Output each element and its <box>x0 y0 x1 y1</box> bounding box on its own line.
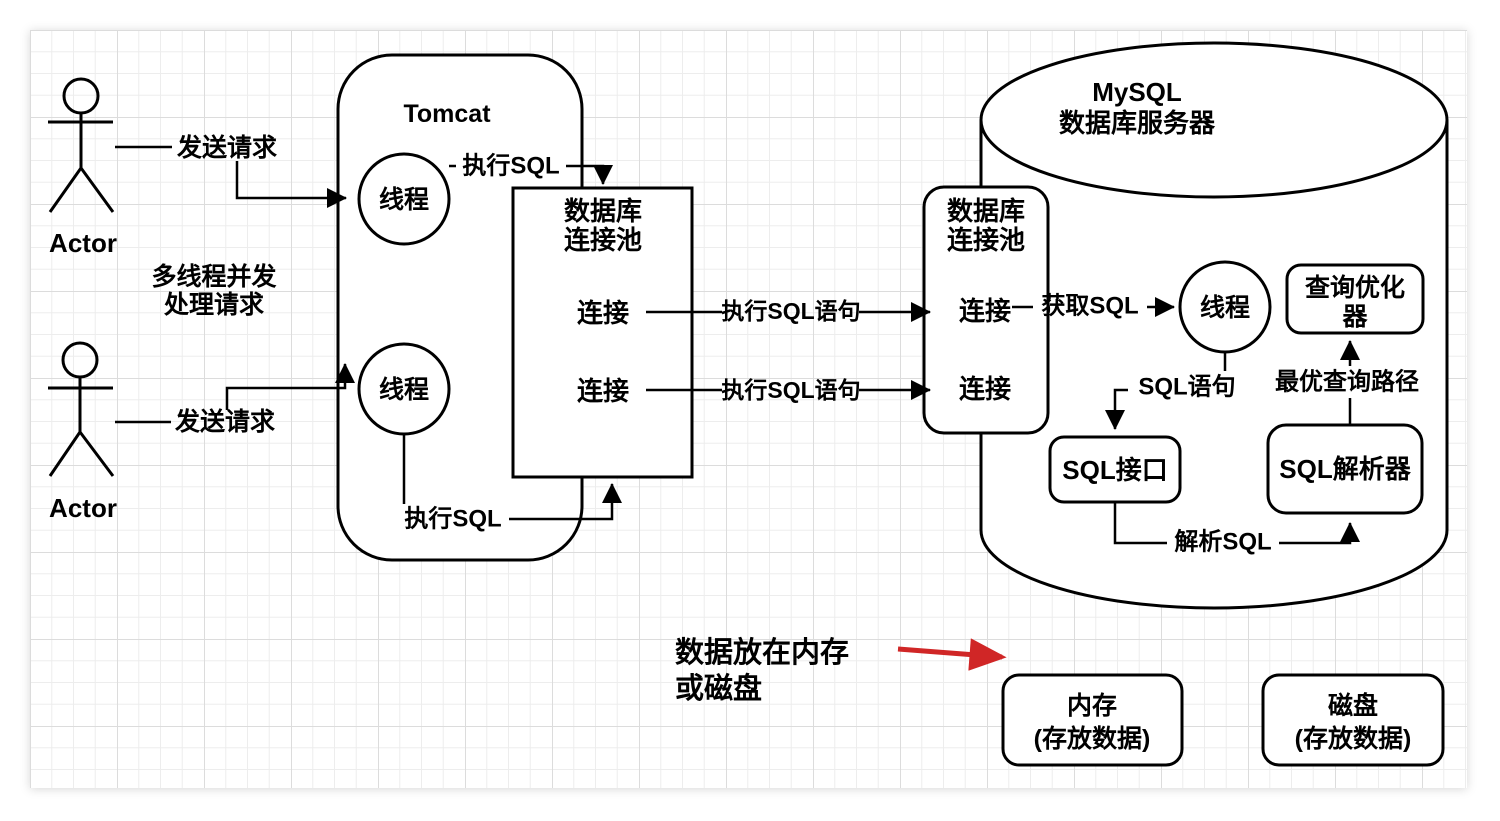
sql-parser-node: SQL解析器 <box>1266 423 1424 515</box>
pool2-title-line1: 数据库 <box>947 196 1025 226</box>
pool2-title-line2: 连接池 <box>947 225 1025 255</box>
pool1-title-line1: 数据库 <box>564 196 642 226</box>
thread2-label: 线程 <box>379 375 429 404</box>
mysql-title-line2: 数据库服务器 <box>1059 108 1216 138</box>
actor2-label: Actor <box>49 493 117 523</box>
actor1-body <box>48 113 115 213</box>
storage-note-line1: 数据放在内存 <box>675 636 849 669</box>
storage-note-arrow <box>897 638 1007 671</box>
actor1-label: Actor <box>49 228 117 258</box>
best-path-label: 最优查询路径 <box>1275 368 1419 396</box>
query-optimizer-line1: 查询优化 <box>1305 273 1405 302</box>
query-optimizer-node: 查询优化 器 <box>1285 263 1425 335</box>
exec-sql-label-2: 执行SQL <box>404 505 501 533</box>
storage-note: 数据放在内存 或磁盘 <box>675 636 1007 705</box>
connection-pool-2: 数据库 连接池 连接 连接 <box>922 185 1050 435</box>
sql-stmt-label-bg <box>1128 371 1246 403</box>
send-request-label-1: 发送请求 <box>176 133 277 162</box>
disk-box <box>1261 673 1445 767</box>
multithread-note-line2: 处理请求 <box>163 291 264 319</box>
storage-note-line2: 或磁盘 <box>675 671 762 705</box>
sql-interface-label: SQL接口 <box>1062 455 1167 485</box>
thread1-label: 线程 <box>379 185 429 214</box>
memory-sublabel: (存放数据) <box>1034 724 1151 753</box>
exec-sql-stmt-label-1: 执行SQL语句 <box>721 298 860 324</box>
multithread-note-line1: 多线程并发 <box>151 262 276 291</box>
pool1-title-line2: 连接池 <box>564 225 642 255</box>
cylinder-top <box>979 41 1449 199</box>
query-optimizer-line2: 器 <box>1341 303 1368 331</box>
pool2-connection-2: 连接 <box>959 374 1011 404</box>
send-request-label-2: 发送请求 <box>174 407 275 436</box>
actor-1: Actor <box>48 77 117 258</box>
parse-sql-label: 解析SQL <box>1174 528 1271 556</box>
exec-sql-label-1: 执行SQL <box>462 152 559 180</box>
edge-thread2-to-pool1 <box>509 483 622 521</box>
pool2-connection-1: 连接 <box>959 296 1011 326</box>
edge-actor1-to-thread1 <box>235 161 347 208</box>
memory-box <box>1001 673 1184 767</box>
mysql-thread: 线程 <box>1178 260 1272 354</box>
tomcat-thread-1: 线程 <box>357 152 451 246</box>
get-sql-label: 获取SQL <box>1041 293 1138 320</box>
tomcat-thread-2: 线程 <box>357 342 451 436</box>
mysql-thread-label: 线程 <box>1200 293 1250 322</box>
sql-parser-box <box>1266 423 1424 515</box>
sql-interface-node: SQL接口 <box>1048 435 1182 504</box>
parse-sql-label-bg <box>1167 527 1279 557</box>
query-optimizer-box <box>1285 263 1425 335</box>
actor-2: Actor <box>48 341 117 523</box>
edge-actor2-to-thread2 <box>225 363 355 410</box>
exec-sql-stmt-label-2: 执行SQL语句 <box>721 377 860 403</box>
thread1-circle <box>357 152 451 246</box>
actor2-body <box>48 377 115 477</box>
sql-parser-label: SQL解析器 <box>1279 454 1411 484</box>
pool1-connection-2: 连接 <box>577 376 629 406</box>
mysql-title-line1: MySQL <box>1092 77 1182 107</box>
disk-node: 磁盘 (存放数据) <box>1261 673 1445 767</box>
disk-label: 磁盘 <box>1328 691 1378 720</box>
memory-label: 内存 <box>1067 692 1117 720</box>
sql-stmt-label: SQL语句 <box>1138 374 1235 401</box>
tomcat-title: Tomcat <box>403 100 491 128</box>
edge-thread1-to-pool1 <box>566 164 613 185</box>
pool1-box <box>511 186 694 479</box>
pool1-connection-1: 连接 <box>577 298 629 328</box>
disk-sublabel: (存放数据) <box>1295 724 1412 753</box>
memory-node: 内存 (存放数据) <box>1001 673 1184 767</box>
best-path-label-bg <box>1264 366 1430 398</box>
connection-pool-1: 数据库 连接池 连接 连接 <box>511 186 694 479</box>
